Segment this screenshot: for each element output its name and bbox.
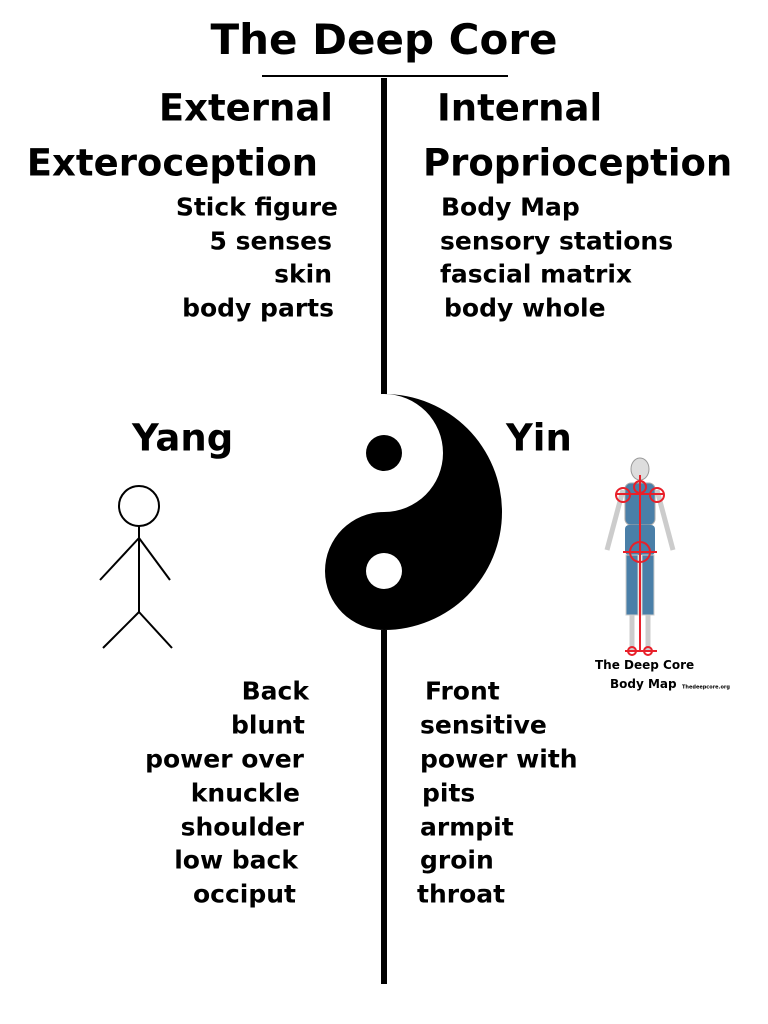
left-item: skin bbox=[274, 259, 332, 289]
right-trait: Front bbox=[425, 676, 500, 706]
right-trait: groin bbox=[420, 845, 494, 875]
left-trait: shoulder bbox=[180, 812, 304, 842]
left-item: Stick figure bbox=[175, 192, 338, 222]
right-trait: armpit bbox=[420, 812, 514, 842]
left-trait: occiput bbox=[192, 879, 296, 909]
right-item: body whole bbox=[444, 293, 606, 323]
page-title: The Deep Core bbox=[210, 15, 558, 64]
left-trait: Back bbox=[241, 676, 309, 706]
proprioception-heading: Proprioception bbox=[423, 141, 733, 185]
yin-label: Yin bbox=[506, 416, 572, 460]
right-trait: pits bbox=[422, 778, 476, 808]
left-item: body parts bbox=[182, 293, 334, 323]
body-map-caption-1: The Deep Core bbox=[595, 658, 695, 672]
right-trait: throat bbox=[417, 879, 506, 909]
right-item: Body Map bbox=[441, 192, 580, 222]
yang-label: Yang bbox=[132, 416, 234, 460]
right-item: sensory stations bbox=[440, 226, 674, 256]
right-trait: sensitive bbox=[420, 710, 547, 740]
left-item: 5 senses bbox=[209, 226, 332, 256]
stick-figure bbox=[99, 485, 173, 649]
right-trait: power with bbox=[420, 744, 578, 774]
yin-yang-symbol bbox=[266, 394, 502, 630]
left-trait: low back bbox=[174, 845, 298, 875]
title-underline bbox=[262, 75, 508, 77]
exteroception-heading: Exteroception bbox=[26, 141, 318, 185]
body-map-caption-2: Body Map bbox=[610, 677, 677, 691]
body-map-figure bbox=[604, 457, 676, 656]
left-trait: power over bbox=[145, 744, 304, 774]
left-trait: knuckle bbox=[190, 778, 300, 808]
left-trait: blunt bbox=[230, 710, 305, 740]
external-heading: External bbox=[158, 86, 333, 130]
internal-heading: Internal bbox=[437, 86, 603, 130]
body-map-site: Thedeepcore.org bbox=[682, 684, 730, 691]
right-item: fascial matrix bbox=[440, 259, 633, 289]
